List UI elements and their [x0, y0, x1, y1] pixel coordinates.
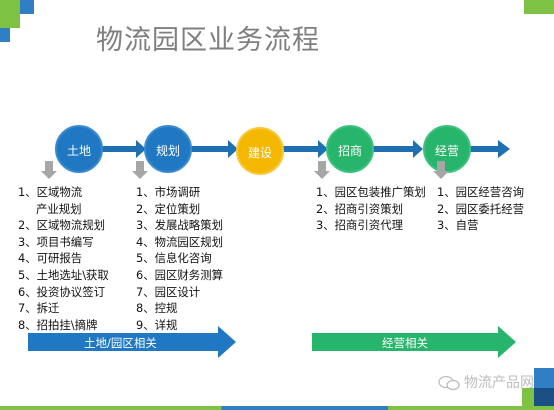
page-title: 物流园区业务流程	[96, 25, 320, 56]
list-item: 1、园区经营咨询	[437, 185, 524, 199]
list-item: 1、市场调研	[136, 185, 201, 199]
list-item: 2、园区委托经营	[437, 201, 524, 216]
corner-decoration-bottom-right	[522, 368, 554, 410]
list-item: 5、信息化咨询	[136, 251, 212, 266]
down-arrow-operation	[433, 161, 449, 179]
list-item: 3、招商引资代理	[316, 218, 403, 233]
list-item: 9、详规	[136, 317, 178, 332]
list-item: 2、定位策划	[136, 201, 201, 216]
band-label-operation: 经营相关	[382, 336, 428, 350]
stage-label-planning: 规划	[155, 144, 180, 158]
bottom-stripe	[0, 406, 554, 410]
list-item: 6、园区财务测算	[136, 267, 223, 282]
stage-investment-circle	[326, 125, 374, 173]
down-arrow-land	[41, 161, 57, 179]
list-item: 6、投资协议签订	[18, 284, 105, 299]
band-land-planning	[28, 326, 236, 358]
connector-arrow-1	[102, 140, 146, 158]
down-arrow-planning	[132, 161, 148, 179]
list-item: 1、园区包装推广策划	[316, 185, 426, 199]
down-arrows	[41, 161, 449, 179]
list-item: 8、控规	[136, 301, 178, 316]
band-operation	[312, 326, 516, 358]
list-item: 1、区域物流	[18, 185, 83, 199]
list-item: 7、园区设计	[136, 284, 201, 299]
list-item: 3、发展战略策划	[136, 218, 223, 233]
stage-label-investment: 招商	[337, 144, 362, 158]
stage-label-land: 土地	[66, 144, 91, 158]
connectors	[102, 140, 510, 158]
list-item: 3、项目书编写	[18, 234, 94, 249]
corner-decoration-top-right	[524, 0, 554, 14]
corner-decoration-top-left	[0, 0, 34, 42]
stage-planning-circle	[144, 125, 192, 173]
connector-arrow-4	[373, 140, 423, 158]
investment-task-list: 1、园区包装推广策划 2、招商引资策划 3、招商引资代理	[316, 184, 426, 234]
connector-arrow-2	[191, 140, 238, 158]
list-item: 5、土地选址\获取	[18, 267, 109, 282]
connector-arrow-5	[470, 140, 510, 158]
band-label-land-planning: 土地/园区相关	[84, 336, 157, 350]
list-item: 7、拆迁	[18, 301, 60, 316]
connector-arrow-3	[283, 140, 328, 158]
stage-label-operation: 经营	[434, 144, 459, 158]
list-item: 3、自营	[437, 218, 479, 233]
list-item: 产业规划	[36, 201, 82, 216]
list-item: 4、可研报告	[18, 251, 83, 266]
operation-task-list: 1、园区经营咨询 2、园区委托经营 3、自营	[437, 184, 524, 234]
watermark: 物流产品网	[437, 372, 534, 392]
watermark-text: 物流产品网	[464, 375, 534, 391]
stage-label-construction: 建设	[247, 146, 272, 160]
list-item: 8、招拍挂\摘牌	[18, 317, 98, 332]
list-item: 2、区域物流规划	[18, 218, 105, 233]
planning-task-list: 1、市场调研 2、定位策划 3、发展战略策划 4、物流园区规划 5、信息化咨询 …	[136, 184, 223, 333]
down-arrow-investment	[314, 161, 330, 179]
list-item: 4、物流园区规划	[136, 234, 223, 249]
stage-land-circle	[55, 125, 103, 173]
stage-construction-circle	[236, 127, 284, 175]
list-item: 2、招商引资策划	[316, 201, 403, 216]
land-task-list: 1、区域物流 产业规划 2、区域物流规划 3、项目书编写 4、可研报告 5、土地…	[18, 184, 109, 333]
chat-bubble-icon	[437, 375, 460, 391]
